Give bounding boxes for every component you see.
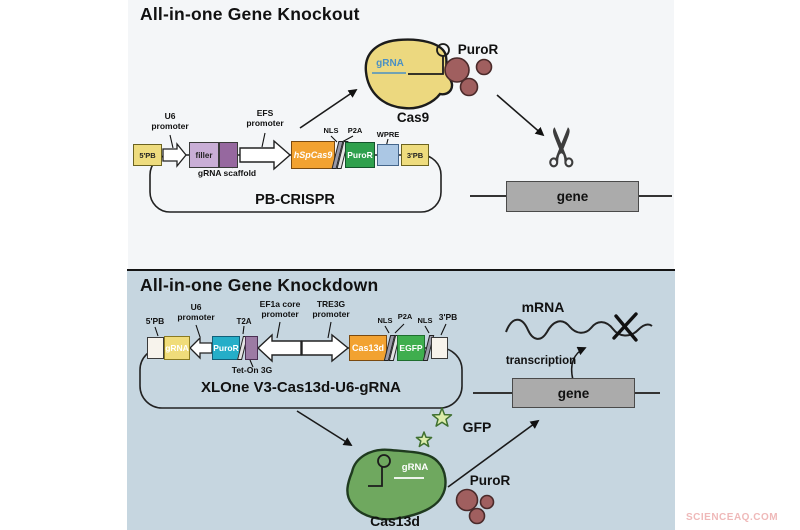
grna-scaffold-label: gRNA scaffold xyxy=(197,168,257,178)
efs-promoter-label: EFS promoter xyxy=(246,108,284,128)
puror-label-top: PuroR xyxy=(457,42,499,57)
cas9-gene-box: hSpCas9 xyxy=(291,141,335,169)
knockout-title: All-in-one Gene Knockout xyxy=(140,4,360,24)
pb5-label-bottom: 5'PB xyxy=(145,316,165,326)
cas13d-label: Cas13d xyxy=(370,513,420,529)
wpre-label: WPRE xyxy=(376,130,400,139)
t2a-label: T2A xyxy=(236,317,252,326)
gfp-label: GFP xyxy=(462,419,492,435)
cas9-label: Cas9 xyxy=(396,110,430,125)
nls-label-a: NLS xyxy=(377,316,393,325)
p2a-label-top: P2A xyxy=(347,126,363,135)
ef1a-promoter-label: EF1a core promoter xyxy=(259,299,301,319)
wpre-box xyxy=(377,144,399,166)
pb5-box-top: 5'PB xyxy=(133,144,162,166)
gene-box-bottom: gene xyxy=(512,378,635,408)
puror-label-bottom: PuroR xyxy=(469,473,511,488)
xlone-plasmid-name: XLOne V3-Cas13d-U6-gRNA xyxy=(200,379,402,396)
grna-box: gRNA xyxy=(164,336,190,360)
p2a-label-bottom: P2A xyxy=(397,312,413,321)
pb3-box-top: 3'PB xyxy=(401,144,429,166)
nls-label-top: NLS xyxy=(323,126,339,135)
transcription-label: transcription xyxy=(505,355,577,367)
tet-on-3g-label: Tet-On 3G xyxy=(231,365,273,375)
mrna-label: mRNA xyxy=(521,299,565,315)
knockdown-title: All-in-one Gene Knockdown xyxy=(140,275,379,295)
gene-box-top: gene xyxy=(506,181,639,212)
cas13d-gene-box: Cas13d xyxy=(349,335,387,361)
pb-crispr-plasmid-name: PB-CRISPR xyxy=(255,192,335,208)
scissors-icon: ✂ xyxy=(532,124,593,170)
watermark: SCIENCEAQ.COM xyxy=(686,512,779,523)
pb3-label-bottom: 3'PB xyxy=(438,312,458,322)
pb5-box-bottom xyxy=(147,337,164,359)
tet-on-3g-box xyxy=(245,336,258,360)
grna-scaffold-box xyxy=(219,142,238,168)
u6-promoter-label-top: U6 promoter xyxy=(151,111,189,131)
puror-gene-box-top: PuroR xyxy=(345,142,375,168)
grna-label-cas13d: gRNA xyxy=(401,462,429,473)
pb3-box-bottom xyxy=(431,337,448,359)
filler-box: filler xyxy=(189,142,219,168)
u6-promoter-label-bottom: U6 promoter xyxy=(177,302,215,322)
egfp-gene-box: EGFP xyxy=(397,335,425,361)
grna-label-cas9: gRNA xyxy=(376,58,404,69)
puror-gene-box-bottom: PuroR xyxy=(212,336,240,360)
tre3g-promoter-label: TRE3G promoter xyxy=(312,299,350,319)
nls-label-b: NLS xyxy=(417,316,433,325)
